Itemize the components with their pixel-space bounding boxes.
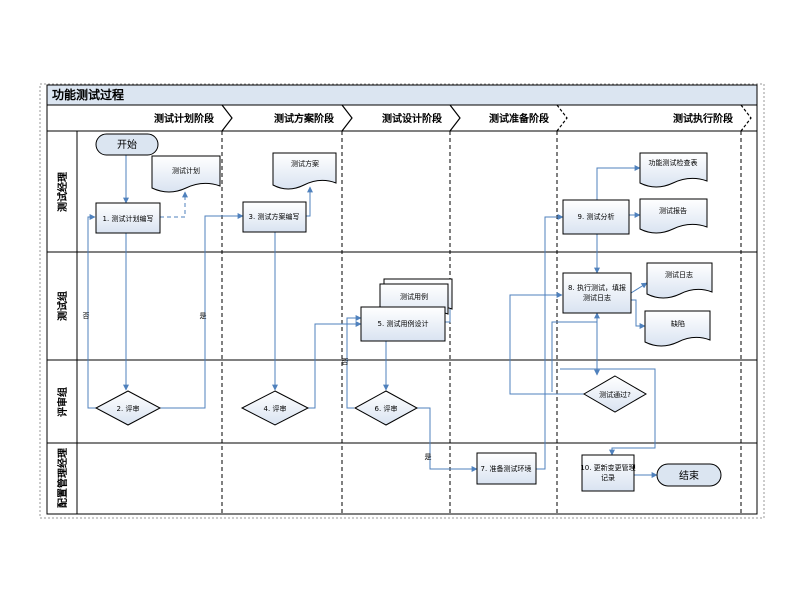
edge-p7-p9	[536, 214, 564, 470]
defect-document-label: 缺陷	[671, 319, 685, 328]
phase-chevron-1	[221, 104, 233, 132]
process-7-prepare-env	[476, 452, 537, 485]
review-6-label: 6. 评审	[375, 404, 398, 413]
checklist-document	[639, 152, 708, 188]
lane-label-review-team: 评审组	[56, 387, 69, 417]
test-passed-label: 测试通过?	[599, 390, 631, 399]
lane-frame	[46, 130, 758, 515]
review-4-decision	[240, 390, 310, 426]
phase-chevron-3	[449, 104, 461, 132]
edge-review2-yes	[160, 213, 244, 409]
title-bar	[46, 84, 758, 106]
review-4-label: 4. 评审	[264, 404, 287, 413]
phase-label-plan: 测试计划阶段	[154, 112, 214, 125]
test-scheme-document-label: 测试方案	[291, 159, 319, 168]
process-3-label: 3. 测试方案编写	[249, 212, 300, 221]
process-5-case-design	[360, 306, 446, 342]
edge-p8-defect	[631, 299, 646, 329]
review-6-decision	[353, 390, 419, 426]
process-8-label-line2: 测试日志	[583, 293, 611, 302]
edge-decision-back	[509, 292, 584, 395]
phase-label-design: 测试设计阶段	[382, 112, 442, 125]
edge-review2-no	[87, 214, 96, 409]
diagram-title: 功能测试过程	[52, 87, 124, 102]
process-8-label-line1: 8. 执行测试，填报	[568, 283, 626, 292]
review-2-label: 2. 评审	[117, 404, 140, 413]
edge-decision-p10	[560, 368, 656, 456]
defect-document	[644, 310, 711, 347]
edge-decision-retest	[551, 312, 600, 392]
test-plan-document	[151, 155, 221, 193]
start-node	[95, 133, 159, 156]
edge-label-yes-review6: 是	[425, 453, 432, 461]
process-9-label: 9. 测试分析	[578, 212, 615, 221]
test-report-document	[639, 198, 708, 234]
edge-p9-checklist	[596, 165, 641, 200]
process-3-scheme-writing	[242, 201, 307, 233]
test-plan-document-label: 测试计划	[172, 166, 200, 175]
phase-chevron-5	[740, 104, 752, 132]
lane-label-manager: 测试经理	[56, 172, 69, 212]
checklist-document-label: 功能测试检查表	[649, 158, 698, 167]
edge-label-no-review6: 否	[342, 358, 349, 366]
test-scheme-document	[272, 152, 337, 190]
process-9-analysis	[562, 199, 630, 235]
process-10-label-line2: 记录	[601, 474, 615, 482]
edge-label-no-review2: 否	[83, 312, 90, 320]
process-10-label-line1: 10. 更新变更管理	[580, 463, 635, 472]
test-report-document-label: 测试报告	[659, 206, 687, 215]
end-node	[656, 463, 722, 487]
edge-p1-plan-doc	[160, 191, 188, 218]
test-passed-decision	[583, 375, 647, 413]
process-1-plan-writing	[95, 202, 161, 234]
process-5-label: 5. 测试用例设计	[378, 319, 429, 328]
process-10-update-change-record	[581, 454, 635, 492]
lane-label-test-team: 测试组	[56, 291, 69, 321]
edge-label-yes-review2: 是	[200, 312, 207, 320]
phase-label-prepare: 测试准备阶段	[489, 112, 549, 125]
test-case-document-label: 测试用例	[400, 292, 428, 301]
test-log-document	[646, 262, 713, 299]
review-2-decision	[94, 390, 162, 426]
phase-label-execute: 测试执行阶段	[673, 112, 733, 125]
edge-review6-no	[346, 315, 362, 409]
edge-p8-log	[630, 282, 648, 294]
test-log-document-label: 测试日志	[665, 270, 693, 279]
lane-label-config-manager: 配置管理经理	[56, 448, 69, 508]
edge-review4-p5	[308, 321, 362, 409]
process-7-label: 7. 准备测试环境	[481, 464, 532, 473]
phase-chevron-4	[556, 104, 568, 132]
outer-frame	[39, 83, 765, 519]
start-node-label: 开始	[117, 138, 137, 151]
edge-p3-scheme-doc	[306, 186, 313, 217]
edge-review6-yes	[417, 407, 478, 472]
phase-chevron-2	[341, 104, 353, 132]
process-8-execute-test	[562, 272, 632, 314]
process-1-label: 1. 测试计划编写	[103, 214, 154, 223]
end-node-label: 结束	[679, 469, 699, 482]
phase-label-scheme: 测试方案阶段	[274, 112, 334, 125]
